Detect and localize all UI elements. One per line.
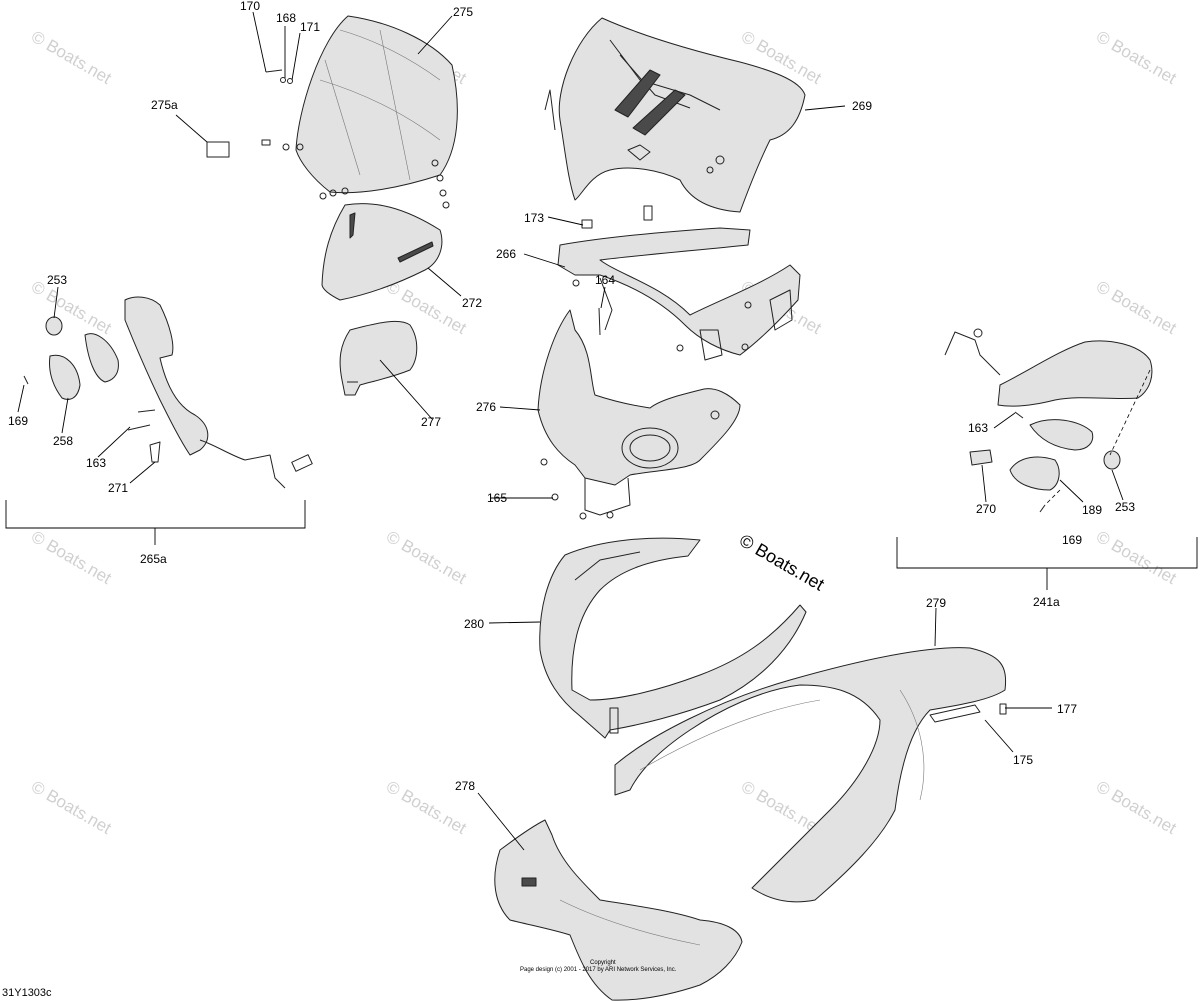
callout-171: 171 bbox=[300, 20, 320, 34]
watermark-text: © Boats.net bbox=[28, 527, 115, 588]
callout-189: 189 bbox=[1082, 503, 1102, 517]
mirror-dashed-guide bbox=[1109, 369, 1151, 456]
callout-266: 266 bbox=[496, 247, 516, 261]
callout-276: 276 bbox=[476, 400, 496, 414]
callout-165: 165 bbox=[487, 491, 507, 505]
bracket-265a bbox=[5, 500, 306, 529]
callout-271: 271 bbox=[108, 481, 128, 495]
copyright-note: Page design (c) 2001 - 2017 by ARI Netwo… bbox=[520, 967, 677, 973]
lower-windshield-part-272 bbox=[321, 203, 443, 301]
callout-170: 170 bbox=[240, 0, 260, 13]
callout-173: 173 bbox=[524, 211, 544, 225]
lower-panel-part-278 bbox=[494, 819, 743, 1001]
support-frame-part-266 bbox=[557, 205, 801, 361]
center-watermark: © Boats.net bbox=[736, 530, 828, 594]
right-mirror-assembly-241a bbox=[944, 328, 1153, 513]
callout-258: 258 bbox=[53, 434, 73, 448]
left-mirror-assembly-265a bbox=[23, 296, 313, 489]
part-275a-reference bbox=[206, 141, 230, 158]
callout-169-left: 169 bbox=[8, 414, 28, 428]
callout-labels: 170 168 171 275 275a 269 173 266 164 272… bbox=[8, 0, 1135, 793]
callout-253-right: 253 bbox=[1115, 500, 1135, 514]
watermark-text: © Boats.net bbox=[1093, 27, 1180, 88]
callout-270: 270 bbox=[976, 502, 996, 516]
watermark-text: © Boats.net bbox=[28, 27, 115, 88]
windshield-part-275 bbox=[261, 15, 458, 209]
upper-fairing-part-269 bbox=[544, 17, 806, 213]
callout-175: 175 bbox=[1013, 753, 1033, 767]
watermark-text: © Boats.net bbox=[28, 777, 115, 838]
headlamp-support-part-276 bbox=[537, 309, 741, 520]
watermark-text: © Boats.net bbox=[28, 277, 115, 338]
watermark-text: © Boats.net bbox=[383, 527, 470, 588]
callout-280: 280 bbox=[464, 617, 484, 631]
lower-nose-panel-part-280 bbox=[539, 537, 807, 739]
callout-253-left: 253 bbox=[47, 273, 67, 287]
bracket-part-277 bbox=[339, 320, 418, 396]
callout-275: 275 bbox=[453, 5, 473, 19]
side-panel-part-279 bbox=[614, 647, 1007, 903]
leader-lines bbox=[17, 11, 1124, 851]
drawing-code: 31Y1303c bbox=[2, 987, 52, 999]
callout-277: 277 bbox=[421, 415, 441, 429]
callout-272: 272 bbox=[462, 296, 482, 310]
callout-168: 168 bbox=[276, 11, 296, 25]
callout-241a: 241a bbox=[1033, 595, 1060, 609]
callout-169-right: 169 bbox=[1062, 533, 1082, 547]
callout-163-left: 163 bbox=[86, 456, 106, 470]
copyright-label: Copyright bbox=[590, 960, 616, 966]
watermark-text: © Boats.net bbox=[1093, 277, 1180, 338]
callout-163-right: 163 bbox=[968, 421, 988, 435]
watermark-text: © Boats.net bbox=[1093, 777, 1180, 838]
callout-275a: 275a bbox=[151, 98, 178, 112]
callout-265a: 265a bbox=[140, 552, 167, 566]
callout-269: 269 bbox=[852, 99, 872, 113]
callout-278: 278 bbox=[455, 779, 475, 793]
callout-164: 164 bbox=[595, 273, 615, 287]
callout-177: 177 bbox=[1057, 702, 1077, 716]
mirror-dashed-guide bbox=[1044, 489, 1061, 506]
watermark-text: © Boats.net bbox=[1093, 527, 1180, 588]
callout-279: 279 bbox=[926, 596, 946, 610]
